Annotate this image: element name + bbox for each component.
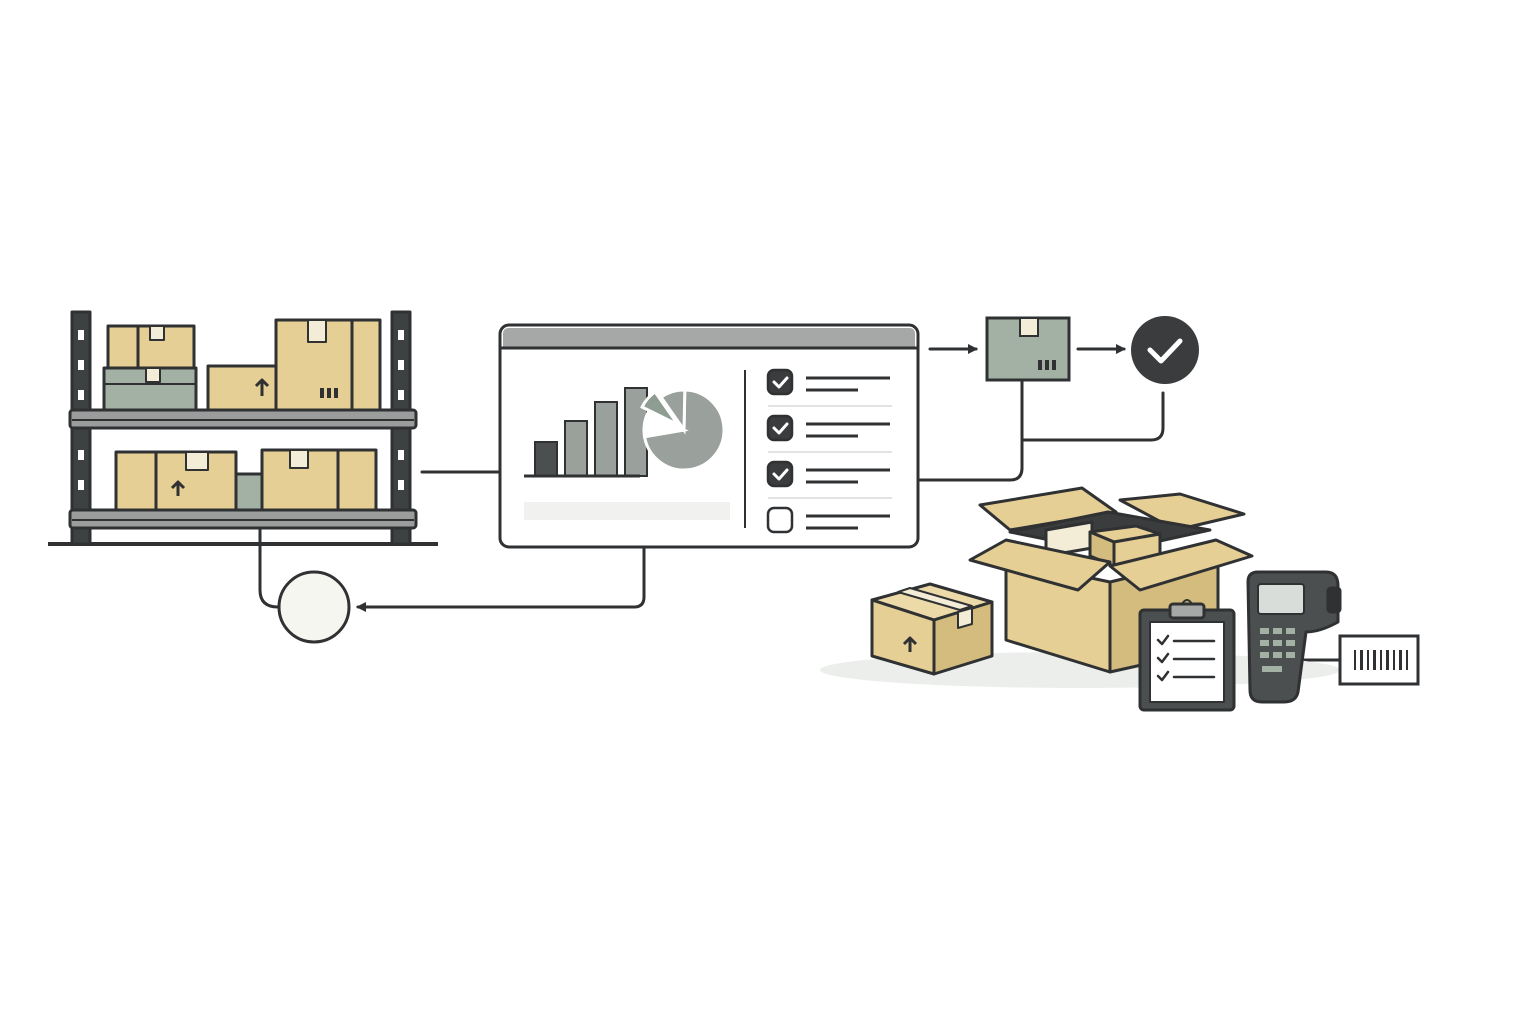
box-bottom-1 [114, 450, 238, 512]
box-top-3 [206, 364, 286, 412]
scanner-trigger [1326, 586, 1342, 614]
open-box-flap-front-right [1108, 538, 1254, 592]
barcode-bar [1406, 650, 1408, 670]
clipboard-checklist-icon [1138, 599, 1236, 712]
box-bottom-3 [260, 448, 378, 512]
checkmark-icon [772, 422, 789, 435]
scanner-keypad [1260, 628, 1295, 672]
bar-chart-icon [534, 387, 648, 477]
pie-slice-3 [640, 389, 680, 427]
barcode-bar [1399, 650, 1402, 670]
task-checklist [766, 368, 892, 534]
checkbox-icon [766, 368, 794, 396]
rack-to-node-connector [258, 528, 280, 609]
pie-slice-2 [642, 410, 689, 439]
checkmark-icon [772, 376, 789, 389]
checkbox-icon [766, 460, 794, 488]
scanner-screen [1257, 583, 1305, 615]
box-top-1 [106, 324, 196, 370]
connectors [258, 344, 1342, 662]
box-top-4 [274, 318, 382, 412]
package-icon [985, 316, 1071, 382]
barcode-bar [1360, 650, 1363, 670]
dashboard-window-icon [498, 323, 920, 549]
bar-3 [594, 401, 618, 477]
task-row [766, 414, 892, 453]
check-return-connector [1020, 391, 1165, 442]
box-top-2-sage [102, 366, 198, 412]
check-circle-icon [1131, 316, 1199, 384]
barcode-bar [1367, 650, 1369, 670]
dashboard-titlebar [503, 328, 915, 347]
checkbox-icon [766, 414, 794, 442]
barcode-label-icon [1338, 634, 1420, 686]
barcode-bar [1393, 650, 1395, 670]
barcode-bars [1354, 650, 1408, 670]
dashboard-to-package-connector [916, 378, 1024, 482]
barcode-bar [1373, 650, 1376, 670]
checkbox-icon [766, 506, 794, 534]
dashboard-placeholder-strip [524, 502, 730, 520]
barcode-bar [1380, 650, 1382, 670]
dashboard-to-node-arrow [356, 546, 646, 612]
bar-2 [564, 420, 588, 477]
task-row [766, 506, 890, 534]
empty-circle-node [277, 570, 351, 644]
task-row [766, 368, 892, 407]
pie-slice-4 [659, 388, 687, 435]
checkmark-icon [772, 468, 789, 481]
box-bottom-2-sage [234, 472, 266, 512]
barcode-bar [1386, 650, 1389, 670]
bar-1 [534, 441, 558, 477]
open-box-flap-front-left [968, 538, 1112, 592]
barcode-bar [1354, 650, 1356, 670]
task-row [766, 460, 892, 499]
handheld-scanner-icon [1246, 570, 1342, 704]
closed-box-icon [870, 582, 994, 676]
pie-chart-icon [640, 388, 726, 472]
storage-rack-icon [48, 310, 438, 546]
